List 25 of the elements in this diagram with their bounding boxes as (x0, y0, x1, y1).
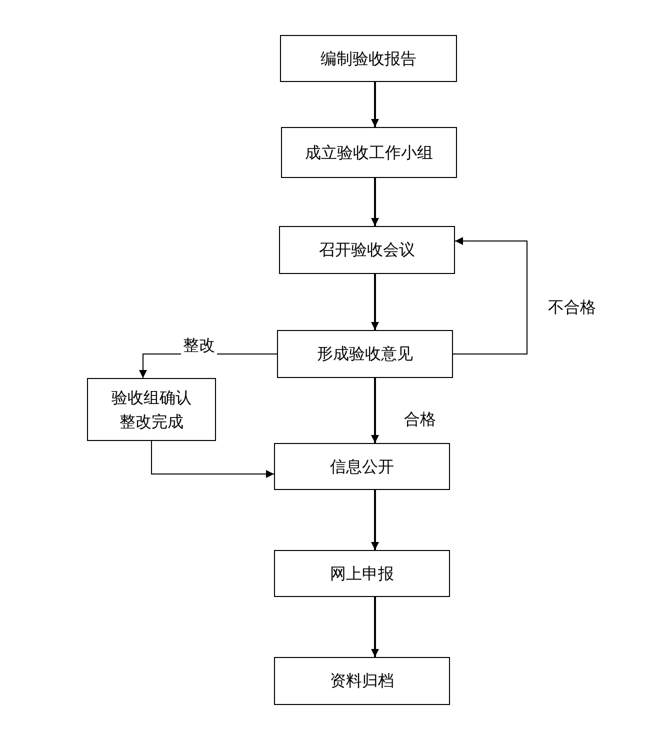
step-text: 信息公开 (330, 456, 394, 478)
edge-label: 整改 (181, 336, 217, 356)
arrow (151, 440, 274, 478)
process-box (274, 443, 450, 490)
step-text: 形成验收意见 (317, 343, 413, 365)
arrow (371, 378, 379, 443)
process-box (279, 226, 455, 274)
process-box (274, 657, 450, 705)
arrow (371, 82, 379, 127)
process-box (274, 550, 450, 597)
arrow (371, 178, 379, 226)
step-text: 网上申报 (330, 562, 394, 584)
process-box (281, 127, 457, 178)
arrow (371, 597, 379, 657)
step-text: 资料归档 (330, 670, 394, 692)
process-box (87, 378, 216, 441)
step-text: 成立验收工作小组 (305, 142, 433, 164)
step-text: 编制验收报告 (320, 48, 416, 70)
arrow (371, 274, 379, 330)
step-text: 召开验收会议 (319, 239, 415, 261)
arrow (452, 237, 528, 354)
process-box (280, 35, 457, 82)
arrow (371, 490, 379, 550)
step-text: 验收组确认整改完成 (110, 386, 192, 432)
process-box (277, 330, 453, 378)
